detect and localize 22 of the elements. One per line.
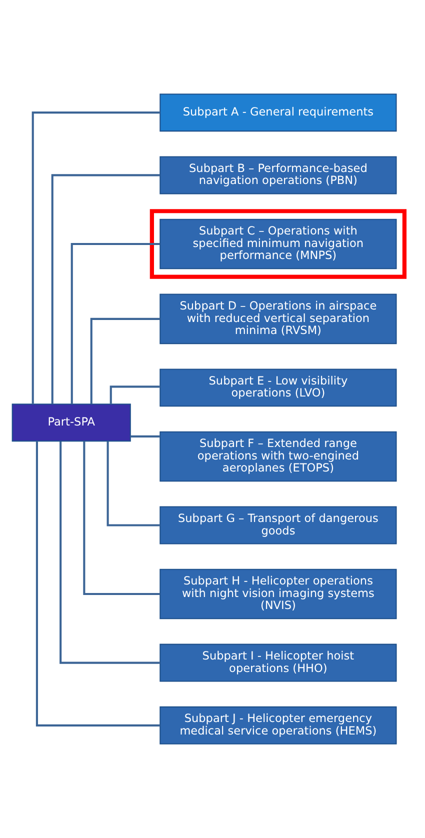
connector bbox=[36, 441, 160, 726]
node-box: Subpart J - Helicopter emergency medical service operations (HEMS) bbox=[160, 706, 397, 744]
node-box: Subpart I - Helicopter hoist operations (HHO) bbox=[160, 644, 397, 682]
connector bbox=[106, 441, 160, 526]
node-box: Subpart A - General requirements bbox=[160, 94, 397, 132]
node-box: Subpart D – Operations in airspace with reduced vertical separation minima (RVSM) bbox=[160, 294, 397, 344]
connector bbox=[110, 386, 160, 404]
connector bbox=[60, 441, 160, 664]
connector bbox=[90, 318, 160, 404]
node-box: Subpart F – Extended range operations with two-engined aeroplanes (ETOPS) bbox=[160, 431, 397, 482]
connector bbox=[83, 441, 160, 596]
node-box: Part-SPA bbox=[12, 404, 131, 442]
node-box: Subpart B – Performance-based navigation operations (PBN) bbox=[160, 156, 397, 194]
connector bbox=[51, 174, 160, 404]
node-box: Subpart G – Transport of dangerous goods bbox=[160, 506, 397, 544]
connector bbox=[130, 435, 160, 438]
node-box: Subpart H - Helicopter operations with night vision imaging systems (NVIS) bbox=[160, 568, 397, 620]
connector bbox=[32, 112, 160, 404]
cluster bbox=[150, 209, 407, 279]
connector bbox=[70, 242, 160, 404]
node-box: Subpart C – Operations with specified minimum navigation performance (MNPS) bbox=[160, 218, 397, 270]
node-box: Subpart E - Low visibility operations (LVO) bbox=[160, 368, 397, 407]
